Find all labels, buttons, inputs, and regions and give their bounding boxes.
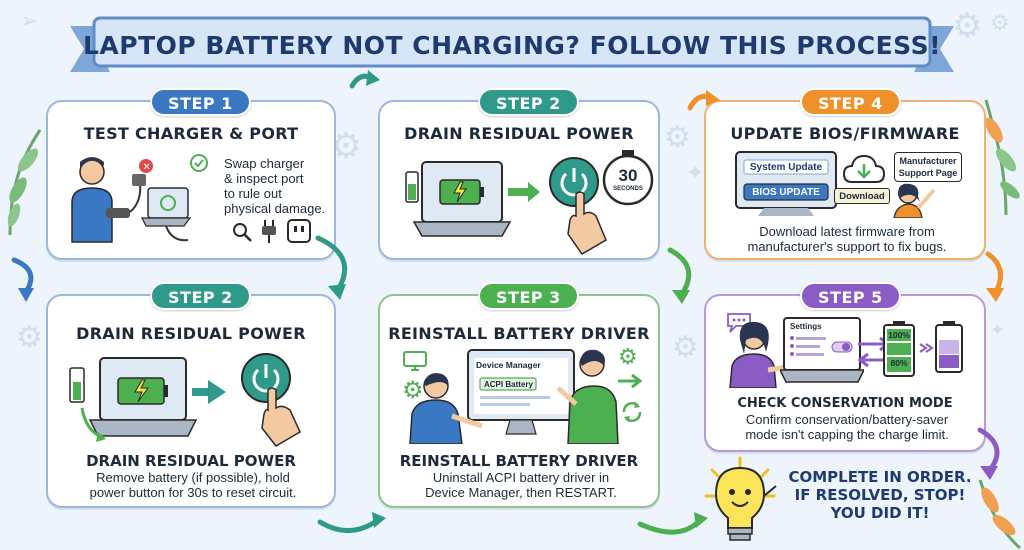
timer-number: 30 bbox=[618, 166, 638, 185]
check-icon bbox=[190, 154, 208, 172]
step2-bottom-description: Remove battery (if possible), hold power… bbox=[89, 470, 297, 500]
system-update-screen bbox=[735, 151, 837, 216]
timer-unit: SECONDS bbox=[613, 186, 643, 192]
leaf-decoration bbox=[978, 479, 1022, 550]
magnifier-icon bbox=[233, 223, 252, 242]
step2-badge-bottom: STEP 2 bbox=[150, 282, 251, 310]
step3-title: REINSTALL BATTERY DRIVER bbox=[388, 324, 650, 343]
battery-80-label: 80% bbox=[890, 358, 908, 368]
leaf-decoration bbox=[984, 99, 1020, 216]
device-manager-monitor bbox=[467, 349, 575, 435]
acpi-battery-item[interactable]: ACPI Battery bbox=[484, 380, 533, 389]
battery-conservation-icon bbox=[935, 321, 963, 373]
settings-laptop bbox=[780, 317, 864, 383]
sparkle-icon: ✦ bbox=[686, 160, 705, 185]
step4-badge: STEP 4 bbox=[800, 88, 901, 116]
step2-badge-top: STEP 2 bbox=[478, 88, 579, 116]
step1-badge: STEP 1 bbox=[150, 88, 251, 116]
right-arrow-icon bbox=[919, 343, 934, 353]
gear-icon: ⚙ bbox=[672, 331, 699, 364]
power-button-illustration bbox=[549, 157, 607, 255]
final-message: COMPLETE IN ORDER. IF RESOLVED, STOP! YO… bbox=[788, 468, 972, 522]
battery-full-icon bbox=[883, 321, 915, 377]
step3-card: REINSTALL BATTERY DRIVER ⚙ Device Manage… bbox=[378, 294, 660, 508]
download-button[interactable]: Download bbox=[834, 188, 890, 204]
step1-title: TEST CHARGER & PORT bbox=[83, 124, 299, 143]
stopwatch-icon bbox=[602, 150, 654, 206]
svg-text:✕: ✕ bbox=[143, 162, 151, 173]
step2-title: DRAIN RESIDUAL POWER bbox=[404, 124, 634, 143]
device-manager-label: Device Manager bbox=[476, 360, 541, 370]
step4-card: UPDATE BIOS/FIRMWARE System Update BIOS … bbox=[704, 100, 986, 260]
step3-subtitle: REINSTALL BATTERY DRIVER bbox=[399, 452, 639, 470]
step4-title: UPDATE BIOS/FIRMWARE bbox=[730, 124, 960, 143]
title-banner: LAPTOP BATTERY NOT CHARGING? FOLLOW THIS… bbox=[70, 14, 954, 76]
person-with-charger-illustration: ✕ bbox=[71, 157, 192, 243]
step5-card: Settings 100% 80% CHECK CONSERVATION MOD… bbox=[704, 294, 986, 452]
system-update-label: System Update bbox=[749, 162, 823, 173]
step5-subtitle: CHECK CONSERVATION MODE bbox=[737, 396, 953, 411]
lightbulb-mascot bbox=[704, 456, 777, 541]
step2-card-bottom: DRAIN RESIDUAL POWER DRAIN RESIDUAL POWE… bbox=[46, 294, 336, 508]
power-button-illustration bbox=[241, 353, 301, 447]
right-arrow-icon bbox=[618, 373, 643, 389]
step2-card-top: DRAIN RESIDUAL POWER 30 SECONDS bbox=[378, 100, 660, 260]
refresh-arrow-icon bbox=[622, 402, 642, 422]
send-icon: ➢ bbox=[20, 8, 39, 33]
sparkle-icon: ✦ bbox=[990, 320, 1006, 340]
woman-laptop-illustration bbox=[729, 321, 795, 388]
computer-monitor-icon bbox=[403, 351, 427, 371]
download-cloud-icon bbox=[842, 154, 886, 183]
bios-update-button[interactable]: BIOS UPDATE bbox=[752, 187, 820, 198]
woman-pointing-illustration bbox=[556, 349, 619, 444]
gear-icon: ⚙ bbox=[402, 377, 424, 404]
step5-description: Confirm conservation/battery-saver mode … bbox=[745, 412, 949, 442]
step3-badge: STEP 3 bbox=[478, 282, 579, 310]
step2-bottom-title: DRAIN RESIDUAL POWER bbox=[76, 324, 306, 343]
outlet-icon bbox=[287, 219, 311, 243]
gear-icon: ⚙ bbox=[990, 10, 1010, 35]
laptop-battery-illustration bbox=[69, 357, 226, 442]
gear-icon: ⚙ bbox=[16, 321, 43, 354]
gear-icon: ⚙ bbox=[664, 121, 691, 154]
woman-pointing-illustration bbox=[893, 183, 936, 218]
man-at-monitor-illustration bbox=[409, 373, 483, 444]
step4-description: Download latest firmware from manufactur… bbox=[747, 224, 947, 254]
step3-description: Uninstall ACPI battery driver in Device … bbox=[425, 470, 617, 500]
laptop-battery-illustration bbox=[405, 161, 540, 237]
manufacturer-support-page: Manufacturer Support Page bbox=[894, 152, 962, 182]
gear-icon: ⚙ bbox=[952, 7, 983, 45]
step1-description: Swap charger & inspect port to rule out … bbox=[224, 156, 326, 216]
step5-badge: STEP 5 bbox=[800, 282, 901, 310]
plug-icon bbox=[262, 220, 276, 243]
settings-label: Settings bbox=[790, 322, 822, 331]
leaf-decoration bbox=[7, 129, 42, 236]
chat-bubble-icon bbox=[727, 313, 751, 333]
banner-title: LAPTOP BATTERY NOT CHARGING? FOLLOW THIS… bbox=[83, 30, 941, 60]
gear-icon: ⚙ bbox=[618, 344, 638, 369]
step2-bottom-subtitle: DRAIN RESIDUAL POWER bbox=[86, 452, 296, 470]
battery-100-label: 100% bbox=[888, 330, 910, 340]
